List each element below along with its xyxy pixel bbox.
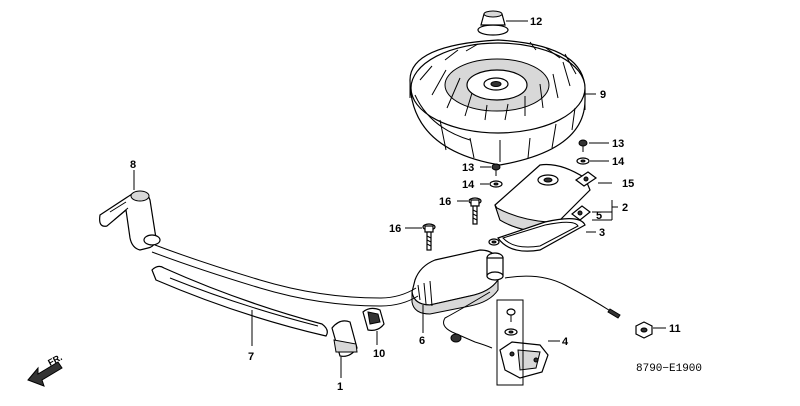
callout-4: 4 [562,336,569,348]
washer-small-part [488,238,500,246]
callout-11: 11 [669,323,681,335]
callout-8: 8 [130,159,136,171]
nut-lower-right-part [635,321,653,339]
callout-2: 2 [622,202,628,214]
callout-16-left: 16 [389,223,401,235]
washer-upper-part [576,157,590,165]
callout-16-mid: 16 [439,196,451,208]
callout-14-upper: 14 [612,156,625,168]
callout-15: 15 [622,178,634,190]
bracket-part [499,308,549,379]
drawing-code: 8790−E1900 [636,363,702,375]
callout-13-mid: 13 [462,162,474,174]
callout-12: 12 [530,16,542,28]
screw-upper-part [578,139,588,152]
callout-1: 1 [337,381,343,393]
high-tension-lead [151,244,419,307]
bolt-mid-part [468,197,482,225]
callout-5: 5 [596,210,602,222]
bolt-left-part [422,223,436,251]
front-label: FR. [46,352,63,368]
screw-mid-part [491,163,501,176]
flywheel-part [409,39,586,166]
ignition-coil-part [411,249,504,315]
front-direction-arrow [27,361,63,387]
protector-tube-part [151,265,328,337]
spark-plug-cap-part [99,190,161,251]
callout-9: 9 [600,89,606,101]
washer-mid-part [489,180,503,188]
callout-10: 10 [373,348,385,360]
callout-3: 3 [599,227,605,239]
callout-14-mid: 14 [462,179,475,191]
flange-nut-part [477,10,509,36]
clamp-part [331,320,358,357]
gasket-part [497,218,586,252]
callout-6: 6 [419,335,425,347]
grommet-part [362,307,385,331]
callout-13-upper: 13 [612,138,624,150]
callout-7: 7 [248,351,254,363]
